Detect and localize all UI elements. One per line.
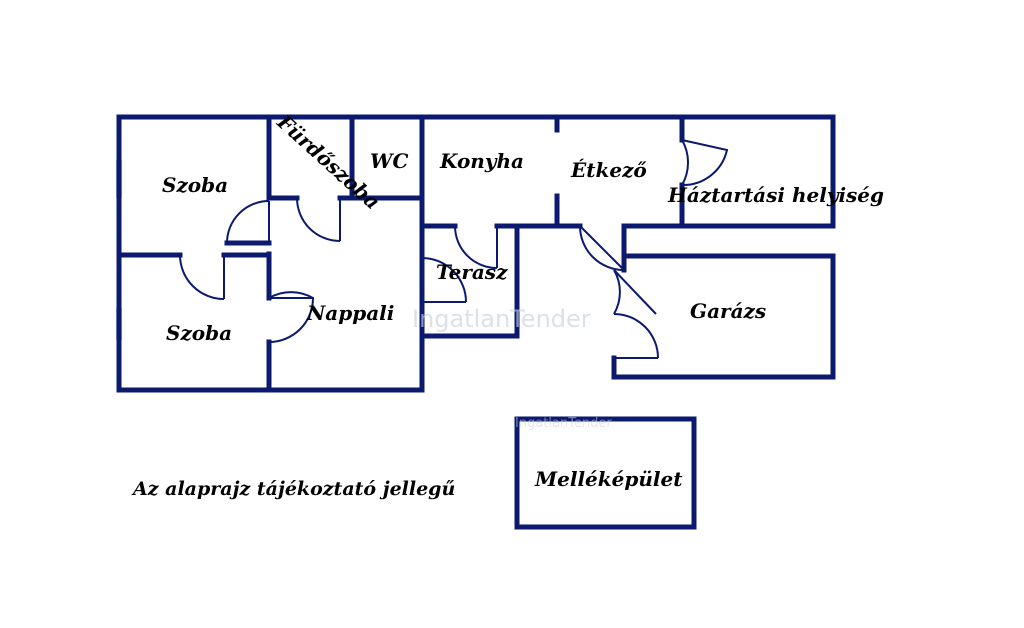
doors <box>179 139 729 359</box>
room-label-wc: WC <box>370 149 408 173</box>
main-building-walls <box>116 114 836 393</box>
room-label-nappali: Nappali <box>306 301 394 325</box>
watermark-faint: IngatlanTender <box>515 416 612 431</box>
room-label-etkezo: Étkező <box>570 158 647 182</box>
room-label-szoba-upper: Szoba <box>162 173 228 197</box>
plan-disclaimer-note: Az alaprajz tájékoztató jellegű <box>131 478 455 500</box>
outbuilding-walls <box>514 416 697 530</box>
garage-walls <box>611 253 836 380</box>
room-label-garazs: Garázs <box>690 299 766 323</box>
room-label-mellekepulet: Melléképület <box>534 467 683 491</box>
room-label-szoba-lower: Szoba <box>166 321 232 345</box>
room-label-haztartasi: Háztartási helyiség <box>667 183 884 207</box>
room-label-terasz: Terasz <box>436 260 508 284</box>
room-label-konyha: Konyha <box>439 149 524 173</box>
watermark: IngatlanTender <box>412 305 591 333</box>
